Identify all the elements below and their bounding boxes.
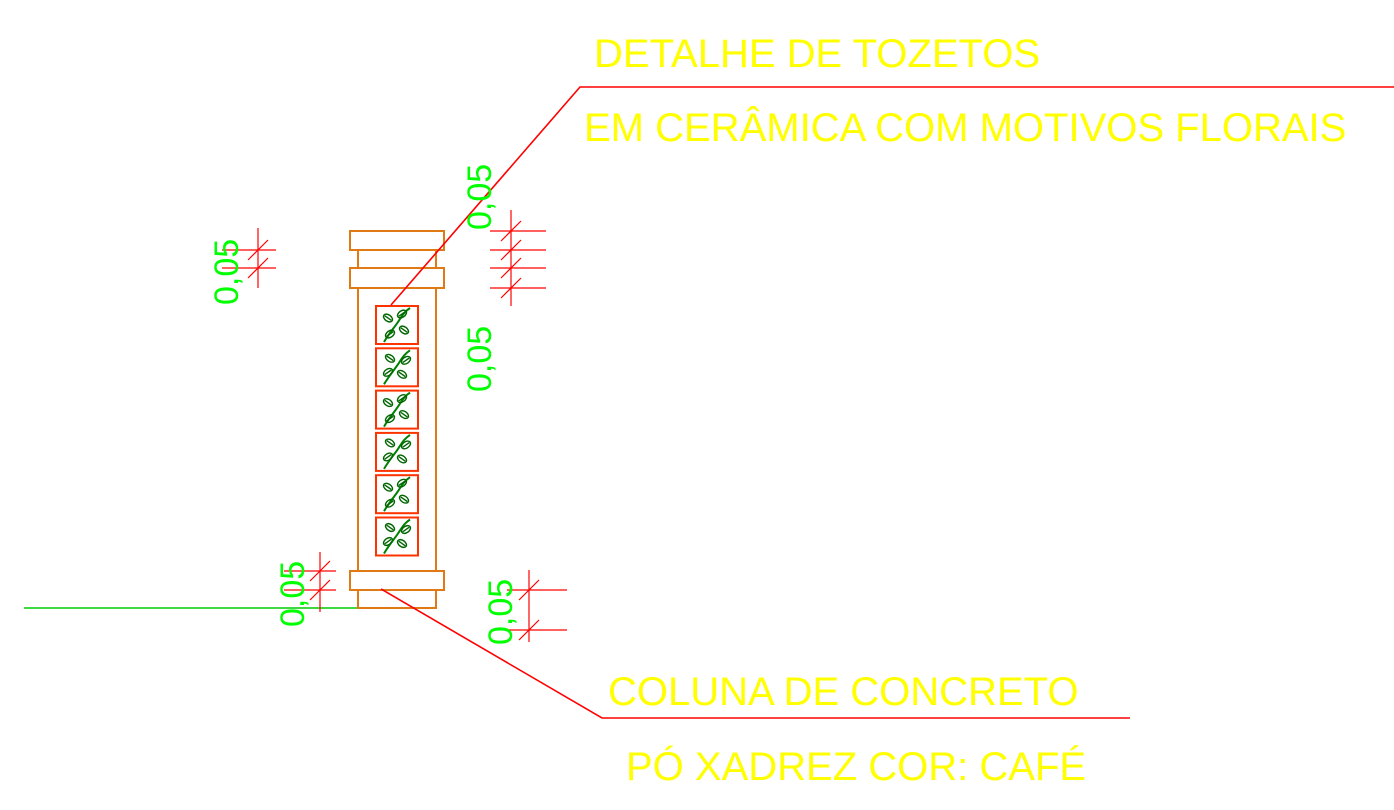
leaf-icon bbox=[398, 494, 410, 504]
tile-frame bbox=[375, 474, 419, 515]
leaf-icon bbox=[382, 482, 394, 492]
leaf-icon bbox=[382, 367, 394, 377]
leaf-vein bbox=[384, 538, 392, 545]
leaf-icon bbox=[400, 355, 412, 365]
leaf-icon bbox=[382, 452, 394, 462]
leaf-icon bbox=[396, 309, 408, 319]
ceramic-tile bbox=[375, 516, 419, 557]
leaf-icon bbox=[400, 524, 412, 535]
leaf-icon bbox=[382, 398, 394, 408]
vine-stem bbox=[383, 518, 411, 555]
leaf-icon bbox=[384, 522, 396, 533]
concrete-column bbox=[349, 230, 445, 609]
bottom-label-line-1: COLUNA DE CONCRETO bbox=[608, 670, 1078, 714]
leaf-icon bbox=[396, 454, 408, 464]
dimension-text-bottom-right: 0,05 bbox=[482, 579, 520, 645]
dimension-text-top-left: 0,05 bbox=[208, 239, 246, 305]
leaf-vein bbox=[402, 526, 410, 533]
leaf-vein bbox=[400, 411, 408, 418]
vine-stem bbox=[383, 349, 411, 385]
ceramic-tile bbox=[375, 347, 419, 388]
leaf-vein bbox=[386, 440, 394, 446]
dimension-mark-bottom-right bbox=[507, 570, 567, 642]
leaf-vein bbox=[402, 357, 410, 364]
dimension-mark-bottom-left bbox=[284, 552, 336, 612]
leaf-vein bbox=[384, 315, 392, 321]
column-neck-top bbox=[357, 249, 437, 269]
ceramic-tile bbox=[375, 431, 419, 472]
ceramic-tile bbox=[375, 474, 419, 515]
leaf-vein bbox=[398, 540, 406, 547]
column-base-cap bbox=[349, 570, 445, 591]
leaf-icon bbox=[382, 313, 394, 323]
tile-frame bbox=[375, 305, 419, 345]
leaf-icon bbox=[396, 369, 408, 379]
leaf-vein bbox=[384, 454, 392, 460]
leaf-icon bbox=[382, 536, 394, 547]
tile-frame bbox=[375, 347, 419, 388]
leader-line-bottom bbox=[380, 588, 1130, 719]
bottom-label-line-2: PÓ XADREZ COR: CAFÉ bbox=[626, 744, 1086, 789]
leaf-icon bbox=[396, 478, 408, 488]
column-cap-top bbox=[349, 230, 445, 251]
dimension-text-bottom-left: 0,05 bbox=[274, 561, 312, 627]
ceramic-tile bbox=[375, 389, 419, 430]
leaf-icon bbox=[396, 394, 408, 404]
leaf-vein bbox=[386, 331, 394, 337]
leaf-icon bbox=[396, 538, 408, 549]
title-line-2: EM CERÂMICA COM MOTIVOS FLORAIS bbox=[584, 105, 1346, 150]
leaf-vein bbox=[384, 369, 392, 376]
leaf-vein bbox=[400, 327, 408, 333]
leaf-icon bbox=[400, 440, 412, 450]
leaf-vein bbox=[386, 355, 394, 362]
dimension-text-top-right-upper: 0,05 bbox=[461, 164, 499, 230]
leaf-vein bbox=[398, 395, 406, 402]
leaf-vein bbox=[386, 524, 394, 531]
leaf-vein bbox=[384, 399, 392, 406]
vine-stem bbox=[383, 434, 411, 470]
leaf-vein bbox=[398, 311, 406, 317]
ceramic-tiles bbox=[375, 305, 419, 557]
tile-frame bbox=[375, 516, 419, 557]
leader-line-top bbox=[390, 86, 1394, 306]
leaf-vein bbox=[398, 371, 406, 378]
leaf-icon bbox=[398, 410, 410, 420]
leaf-vein bbox=[398, 480, 406, 487]
leaf-vein bbox=[398, 456, 406, 462]
leaf-vein bbox=[386, 415, 394, 422]
tile-frame bbox=[375, 389, 419, 430]
tile-frame bbox=[375, 431, 419, 472]
title-line-1: DETALHE DE TOZETOS bbox=[594, 32, 1040, 76]
leaf-vein bbox=[384, 484, 392, 491]
column-cap-middle bbox=[349, 267, 445, 289]
ceramic-tile bbox=[375, 305, 419, 345]
leaf-icon bbox=[384, 498, 396, 508]
dimension-mark-top-left bbox=[222, 228, 276, 288]
leaf-vein bbox=[400, 496, 408, 503]
leaf-vein bbox=[386, 500, 394, 507]
dimension-text-top-right-lower: 0,05 bbox=[461, 326, 499, 392]
dimension-mark-top-right bbox=[490, 210, 546, 306]
leaf-icon bbox=[384, 438, 396, 448]
leaf-icon bbox=[384, 353, 396, 363]
column-base bbox=[357, 589, 437, 609]
leaf-icon bbox=[384, 414, 396, 424]
leaf-icon bbox=[384, 329, 396, 339]
leaf-icon bbox=[398, 325, 410, 335]
leaf-vein bbox=[402, 442, 410, 448]
